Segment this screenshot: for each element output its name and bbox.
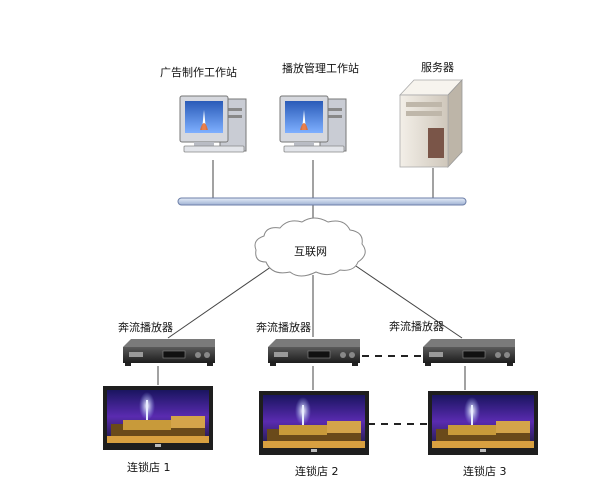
player-1-label: 奔流播放器 <box>118 321 173 334</box>
store-3-label: 连锁店 3 <box>463 465 507 478</box>
link-internet-player3 <box>349 261 463 339</box>
server-icon <box>399 78 463 169</box>
display-2-icon <box>259 391 369 455</box>
internet-label: 互联网 <box>294 245 327 258</box>
ad-workstation-label: 广告制作工作站 <box>160 66 237 79</box>
cloud-icon <box>254 217 366 277</box>
lan-bus <box>177 197 467 206</box>
store-2-label: 连锁店 2 <box>295 465 339 478</box>
play-mgmt-workstation-icon <box>279 95 347 153</box>
player-3-icon <box>422 338 516 367</box>
player-1-icon <box>122 338 216 367</box>
store-1-label: 连锁店 1 <box>127 461 171 474</box>
server-label: 服务器 <box>421 61 454 74</box>
ad-workstation-icon <box>179 95 247 153</box>
player-3-label: 奔流播放器 <box>389 320 444 333</box>
display-3-icon <box>428 391 538 455</box>
dashed-links <box>362 355 428 425</box>
connections <box>157 160 466 390</box>
play-mgmt-workstation-label: 播放管理工作站 <box>282 62 359 75</box>
link-internet-player1 <box>167 261 279 339</box>
display-1-icon <box>103 386 213 450</box>
player-2-icon <box>267 338 361 367</box>
player-2-label: 奔流播放器 <box>256 321 311 334</box>
